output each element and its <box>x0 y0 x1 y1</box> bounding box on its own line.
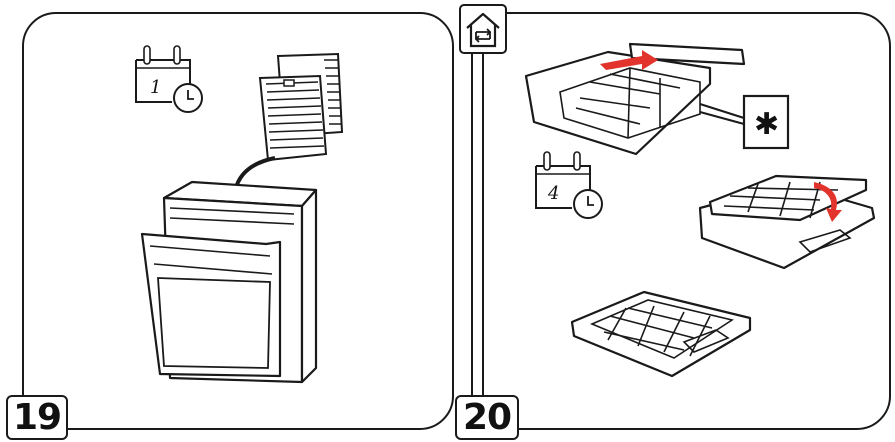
panel-divider-line <box>482 54 484 399</box>
asterisk-callout: ✱ <box>699 94 790 150</box>
asterisk-icon: ✱ <box>754 107 779 142</box>
dishwasher-illustration <box>140 180 318 384</box>
filter-frame-middle-illustration <box>698 174 876 270</box>
red-curved-arrow-icon <box>814 182 842 222</box>
step-number-19: 19 <box>6 395 68 440</box>
interval-value: 1 <box>150 77 161 98</box>
step-number-20: 20 <box>455 395 519 440</box>
filter-frame-top-illustration <box>524 42 746 156</box>
calendar-clock-icon: 1 <box>135 45 203 113</box>
grease-filters-illustration <box>258 52 344 162</box>
calendar-clock-icon: 4 <box>535 151 603 219</box>
home-recirculation-icon <box>459 4 507 54</box>
red-arrow-icon <box>600 50 658 70</box>
filter-frame-bottom-illustration <box>570 290 752 378</box>
interval-value: 4 <box>547 183 559 204</box>
